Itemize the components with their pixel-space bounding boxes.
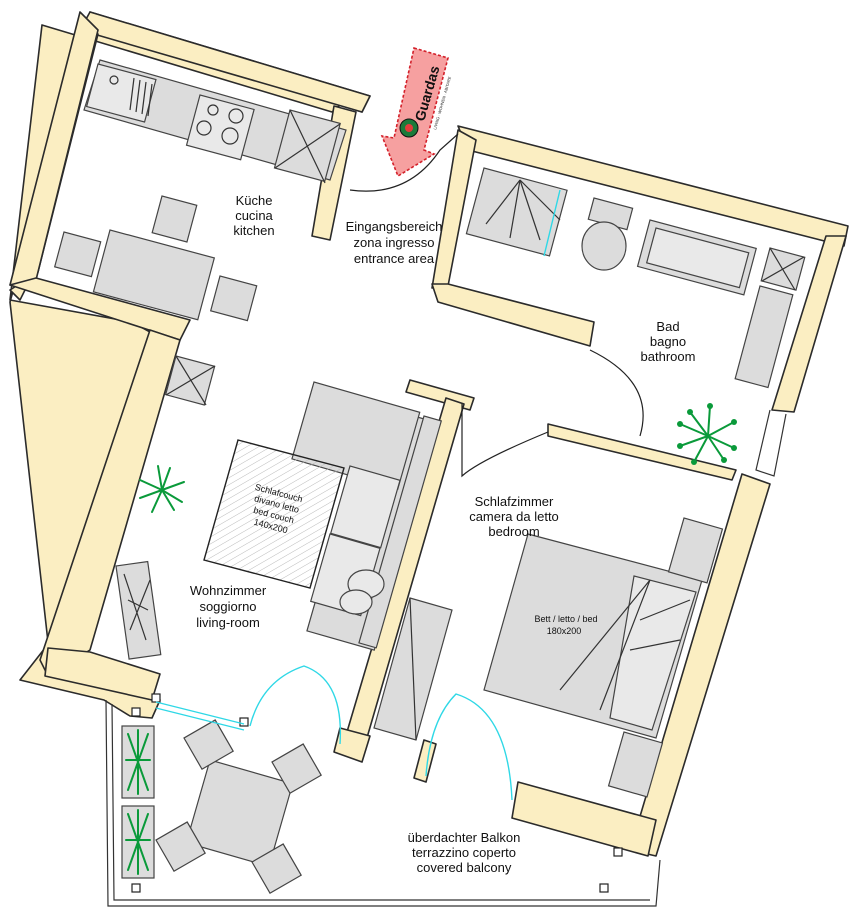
sofa-pillow-2 <box>339 589 373 615</box>
balcony <box>105 693 661 907</box>
shower-lines <box>485 179 561 241</box>
window-bathroom <box>755 409 787 477</box>
sofa-bed: Schlafcouch divano letto bed couch 140x2… <box>203 439 345 589</box>
wall-kitchen-south <box>9 277 191 341</box>
entrance-arrow-icon <box>380 46 449 178</box>
post-5 <box>151 693 161 703</box>
sideboard <box>115 560 162 660</box>
label-balcony-en: covered balcony <box>417 860 512 875</box>
label-bathroom-en: bathroom <box>641 349 696 364</box>
wardrobe <box>373 597 453 741</box>
burner-2 <box>228 108 244 124</box>
kitchen-dining <box>53 195 258 322</box>
kitchen-chair-right <box>209 275 258 322</box>
bed-folds <box>559 579 691 711</box>
living-cabinet <box>164 355 216 406</box>
bed: Bett / letto / bed 180x200 <box>483 533 703 739</box>
label-entrance-de: Eingangsbereich <box>346 219 443 234</box>
kitchen-table <box>92 229 216 321</box>
label-bathroom-it: bagno <box>650 334 686 349</box>
door-bathroom <box>589 349 644 437</box>
post-6 <box>239 717 249 727</box>
burner-1 <box>207 104 219 116</box>
wall-bathroom-west <box>431 129 477 289</box>
bathroom-fixtures <box>465 167 806 389</box>
balcony-post-2 <box>131 883 141 893</box>
cabinet-x2 <box>274 123 341 169</box>
balcony-post-4 <box>613 847 623 857</box>
burner-3 <box>196 120 212 136</box>
sink-drain <box>109 75 119 85</box>
wall-bathroom-south <box>431 283 595 347</box>
stove <box>185 94 255 161</box>
wall-kitchen-entry-stub <box>311 105 357 241</box>
label-kitchen-it: cucina <box>235 208 273 223</box>
balcony-post-3 <box>599 883 609 893</box>
bath-shelf <box>734 285 794 389</box>
label-entrance-it: zona ingresso <box>354 235 435 250</box>
balcony-chair-2 <box>271 743 322 794</box>
label-bedroom-de: Schlafzimmer <box>475 494 554 509</box>
plant-living <box>139 465 185 513</box>
sink-ribs <box>129 77 153 117</box>
kitchen-chair-left <box>53 231 102 278</box>
nightstand-top <box>667 517 724 584</box>
plant-bathroom <box>677 403 737 465</box>
wall-bathroom-east <box>771 235 847 413</box>
bed-pillow-area <box>609 575 697 731</box>
toilet-bowl <box>581 221 627 271</box>
door-living-balcony <box>249 665 342 745</box>
label-bedroom-it: camera da letto <box>469 509 559 524</box>
label-bathroom-de: Bad <box>656 319 679 334</box>
bed-label-2: 180x200 <box>547 626 582 636</box>
bathtub-inner <box>645 227 750 289</box>
kitchen-counter <box>83 59 347 184</box>
room-labels: Küche cucina kitchen Eingangsbereich zon… <box>190 193 696 875</box>
shower <box>465 167 568 257</box>
label-bedroom-en: bedroom <box>488 524 539 539</box>
label-entrance-en: entrance area <box>354 251 435 266</box>
balcony-railing-inner <box>111 703 650 901</box>
logo-arrow: Guardas LIVING · WOHNEN · ABITARE <box>380 46 452 178</box>
window-living-2 <box>155 707 245 731</box>
label-kitchen-en: kitchen <box>233 223 274 238</box>
label-kitchen-de: Küche <box>236 193 273 208</box>
door-bedroom <box>461 404 549 478</box>
label-living-en: living-room <box>196 615 260 630</box>
label-balcony-de: überdachter Balkon <box>408 830 521 845</box>
nightstand-bottom <box>607 731 664 798</box>
balcony-chair-4 <box>251 843 302 894</box>
door-entrance <box>349 133 459 192</box>
balcony-chair-1 <box>183 719 234 770</box>
living-sofa <box>291 381 443 651</box>
label-balcony-it: terrazzino coperto <box>412 845 516 860</box>
balcony-post-1 <box>131 707 141 717</box>
label-living-it: soggiorno <box>199 599 256 614</box>
wall-bedroom-south <box>511 781 657 857</box>
window-living <box>155 701 245 725</box>
label-living-de: Wohnzimmer <box>190 583 267 598</box>
burner-4 <box>221 127 239 145</box>
doors <box>155 133 787 801</box>
walls <box>9 11 849 857</box>
bed-label-1: Bett / letto / bed <box>534 614 597 624</box>
balcony-railing <box>105 699 661 907</box>
wall-partition-bottom <box>333 727 371 763</box>
door-bedroom-balcony <box>425 693 513 801</box>
sofa-bed-area <box>203 439 345 589</box>
shower-glass <box>543 189 561 257</box>
balcony-table <box>185 759 294 868</box>
kitchen-chair-top <box>151 195 198 243</box>
wall-living-southwest <box>44 647 161 701</box>
wall-bedroom-east <box>629 473 771 857</box>
balcony-chair-3 <box>155 821 206 872</box>
wall-bedroom-west-stub <box>413 739 437 783</box>
sofa-cushion-1 <box>329 465 401 549</box>
planter-plants <box>125 729 151 875</box>
